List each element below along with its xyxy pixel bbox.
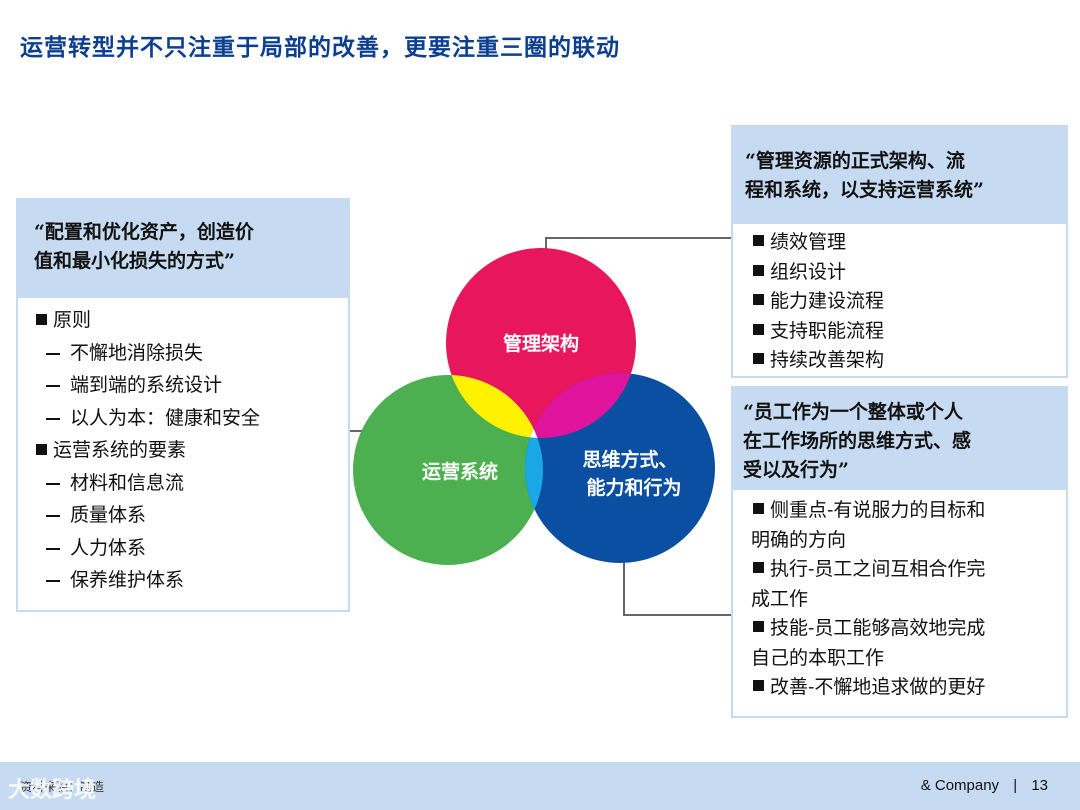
list-item: 侧重点-有说服力的目标和明确的方向	[751, 499, 986, 551]
dash-icon	[46, 352, 60, 355]
connector-right-dot	[620, 539, 628, 547]
bottom-right-header-line1: “员工作为一个整体或个人	[743, 401, 963, 423]
connector-right	[623, 543, 733, 616]
footer-separator: |	[1013, 777, 1018, 794]
bullet-square-icon	[753, 562, 764, 573]
list-item: 改善-不懈地追求做的更好	[753, 673, 1066, 703]
bullet-square-icon	[753, 294, 764, 305]
left-panel-list: 原则 不懈地消除损失 端到端的系统设计 以人为本：健康和安全 运营系统的要素 材…	[18, 298, 348, 597]
dash-icon	[46, 417, 60, 420]
circle-label-mindsets-2: 能力和行为	[586, 476, 681, 499]
list-item: 技能-员工能够高效地完成自己的本职工作	[751, 617, 986, 669]
bottom-right-header-line3: 受以及行为”	[743, 459, 849, 481]
left-header-line2: 值和最小化损失的方式”	[34, 250, 235, 272]
dash-icon	[46, 482, 60, 485]
overlap-top-right	[525, 373, 636, 438]
list-item: 以人为本：健康和安全	[36, 402, 348, 435]
list-item: 执行-员工之间互相合作完成工作	[751, 558, 986, 610]
circle-operating-system	[353, 375, 543, 565]
page-number: 13	[1031, 777, 1048, 794]
bottom-right-panel-list: 侧重点-有说服力的目标和明确的方向 执行-员工之间互相合作完成工作 技能-员工能…	[733, 490, 1066, 703]
list-item: 不懈地消除损失	[36, 337, 348, 370]
top-right-panel-list: 绩效管理 组织设计 能力建设流程 支持职能流程 持续改善架构	[733, 224, 1066, 376]
connector-left-dot	[416, 427, 424, 435]
list-item: 材料和信息流	[36, 467, 348, 500]
circle-mindsets	[525, 373, 715, 563]
bottom-right-panel: “员工作为一个整体或个人 在工作场所的思维方式、感 受以及行为” 侧重点-有说服…	[731, 386, 1068, 718]
top-right-panel: “管理资源的正式架构、流 程和系统，以支持运营系统” 绩效管理 组织设计 能力建…	[731, 125, 1068, 378]
bullet-square-icon	[753, 503, 764, 514]
overlap-center	[525, 375, 543, 438]
list-item: 人力体系	[36, 532, 348, 565]
bullet-square-icon	[36, 314, 47, 325]
top-right-header-line2: 程和系统，以支持运营系统”	[745, 179, 984, 201]
list-item: 绩效管理	[753, 228, 1066, 258]
bullet-square-icon	[753, 680, 764, 691]
dash-icon	[46, 385, 60, 387]
list-item: 支持职能流程	[753, 317, 1066, 347]
company-name: & Company	[920, 777, 1000, 794]
bullet-square-icon	[753, 264, 764, 276]
circle-label-management: 管理架构	[503, 332, 579, 355]
bottom-right-header-line2: 在工作场所的思维方式、感	[743, 430, 972, 452]
footer-right: & Company | 13	[921, 777, 1048, 794]
circle-label-operating-system: 运营系统	[422, 460, 498, 483]
watermark: 大数跨境	[8, 778, 97, 803]
dash-icon	[46, 580, 60, 582]
bottom-right-panel-header: “员工作为一个整体或个人 在工作场所的思维方式、感 受以及行为”	[733, 388, 1066, 490]
bullet-square-icon	[753, 353, 764, 364]
list-item: 持续改善架构	[753, 346, 1066, 376]
bullet-square-icon	[36, 444, 47, 455]
list-item: 组织设计	[753, 258, 1066, 288]
list-item: 端到端的系统设计	[36, 369, 348, 402]
section-header: 运营系统的要素	[36, 434, 348, 467]
page-title: 运营转型并不只注重于局部的改善，更要注重三圈的联动	[20, 35, 620, 61]
left-panel: “配置和优化资产，创造价 值和最小化损失的方式” 原则 不懈地消除损失 端到端的…	[16, 198, 350, 612]
list-item: 质量体系	[36, 499, 348, 532]
overlap-top-left	[446, 375, 543, 438]
dash-icon	[46, 547, 60, 550]
footer-bar: 资料来源：制造 大数跨境 & Company | 13	[0, 762, 1080, 810]
bullet-square-icon	[753, 235, 764, 246]
bullet-square-icon	[753, 621, 764, 632]
bullet-square-icon	[753, 323, 764, 335]
top-right-header-line1: “管理资源的正式架构、流	[745, 150, 965, 172]
top-right-panel-header: “管理资源的正式架构、流 程和系统，以支持运营系统”	[733, 127, 1066, 224]
connector-top-dot	[542, 279, 550, 287]
left-header-line1: “配置和优化资产，创造价	[34, 221, 254, 243]
dash-icon	[46, 515, 60, 517]
list-item: 能力建设流程	[753, 287, 1066, 317]
overlap-left-right	[525, 375, 543, 563]
section-header: 原则	[36, 304, 348, 337]
connector-top	[545, 237, 733, 283]
list-item: 保养维护体系	[36, 564, 348, 597]
circle-label-mindsets-1: 思维方式、	[582, 448, 677, 471]
left-panel-header: “配置和优化资产，创造价 值和最小化损失的方式”	[18, 200, 348, 298]
circle-management	[446, 248, 636, 438]
source-note: 资料来源：制造	[20, 780, 105, 794]
